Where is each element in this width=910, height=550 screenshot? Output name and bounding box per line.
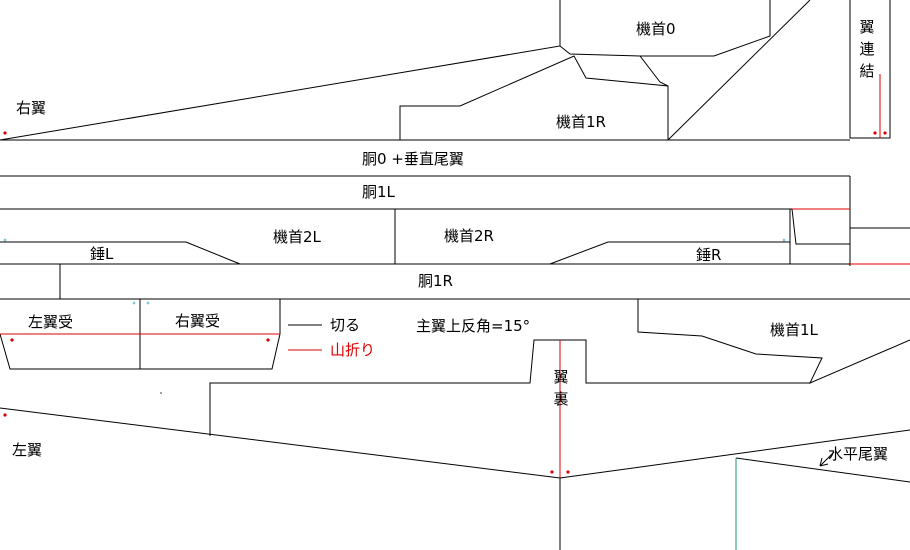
mark-dot xyxy=(10,338,14,342)
nose0-outline xyxy=(667,0,811,141)
left-wing-outline xyxy=(0,407,910,479)
mark-dot-cyan xyxy=(132,301,136,305)
nose2r-bottom xyxy=(549,241,790,265)
mark-dot xyxy=(3,131,7,135)
label-body1l: 胴1L xyxy=(362,183,395,201)
label-body0: 胴0 +垂直尾翼 xyxy=(362,150,464,168)
label-nose0: 機首0 xyxy=(636,20,676,38)
label-body1r: 胴1R xyxy=(418,272,453,290)
main-wing-top xyxy=(209,339,810,436)
label-nose1r: 機首1R xyxy=(556,113,606,131)
label-nose2l: 機首2L xyxy=(273,228,321,246)
mark-dot xyxy=(3,413,7,417)
label-left-wing-holder: 左翼受 xyxy=(28,313,74,331)
label-wing-joint: 翼連結 xyxy=(859,18,875,80)
label-weight-r: 錘R xyxy=(696,246,722,264)
label-weight-l: 錘L xyxy=(90,245,114,263)
label-right-wing: 右翼 xyxy=(16,99,47,117)
stray-dot xyxy=(160,392,162,394)
weight-r-notch xyxy=(791,208,910,245)
horizontal-tail-line xyxy=(735,457,910,483)
label-wing-back: 翼裏 xyxy=(553,368,569,408)
mark-dot xyxy=(883,131,887,135)
label-nose2r: 機首2R xyxy=(444,227,494,245)
mark-dot xyxy=(550,470,554,474)
nose0-top xyxy=(640,0,771,57)
nose1l-outline xyxy=(637,299,910,384)
nose2l-bottom xyxy=(0,241,241,265)
legend-fold-label: 山折り xyxy=(330,341,376,359)
right-wing-outline xyxy=(0,0,561,141)
mark-dot-cyan xyxy=(146,301,150,305)
mark-dot-cyan xyxy=(3,238,7,242)
label-right-wing-holder: 右翼受 xyxy=(175,312,221,330)
mark-dot-cyan xyxy=(782,238,786,242)
legend-cut-label: 切る xyxy=(330,316,361,334)
label-left-wing: 左翼 xyxy=(12,441,43,459)
wing-holder-bottom xyxy=(0,333,281,370)
nose1r-outline xyxy=(399,55,669,140)
mark-dot xyxy=(566,470,570,474)
label-nose1l: 機首1L xyxy=(770,321,818,339)
tail-arrow xyxy=(819,451,835,467)
mark-dot xyxy=(873,131,877,135)
wing-joint-outline xyxy=(849,0,891,139)
nose0-inner xyxy=(559,45,669,87)
mark-dot xyxy=(266,338,270,342)
label-main-wing-dihedral: 主翼上反角=15° xyxy=(416,317,531,335)
label-horizontal-tail: 水平尾翼 xyxy=(828,445,889,463)
